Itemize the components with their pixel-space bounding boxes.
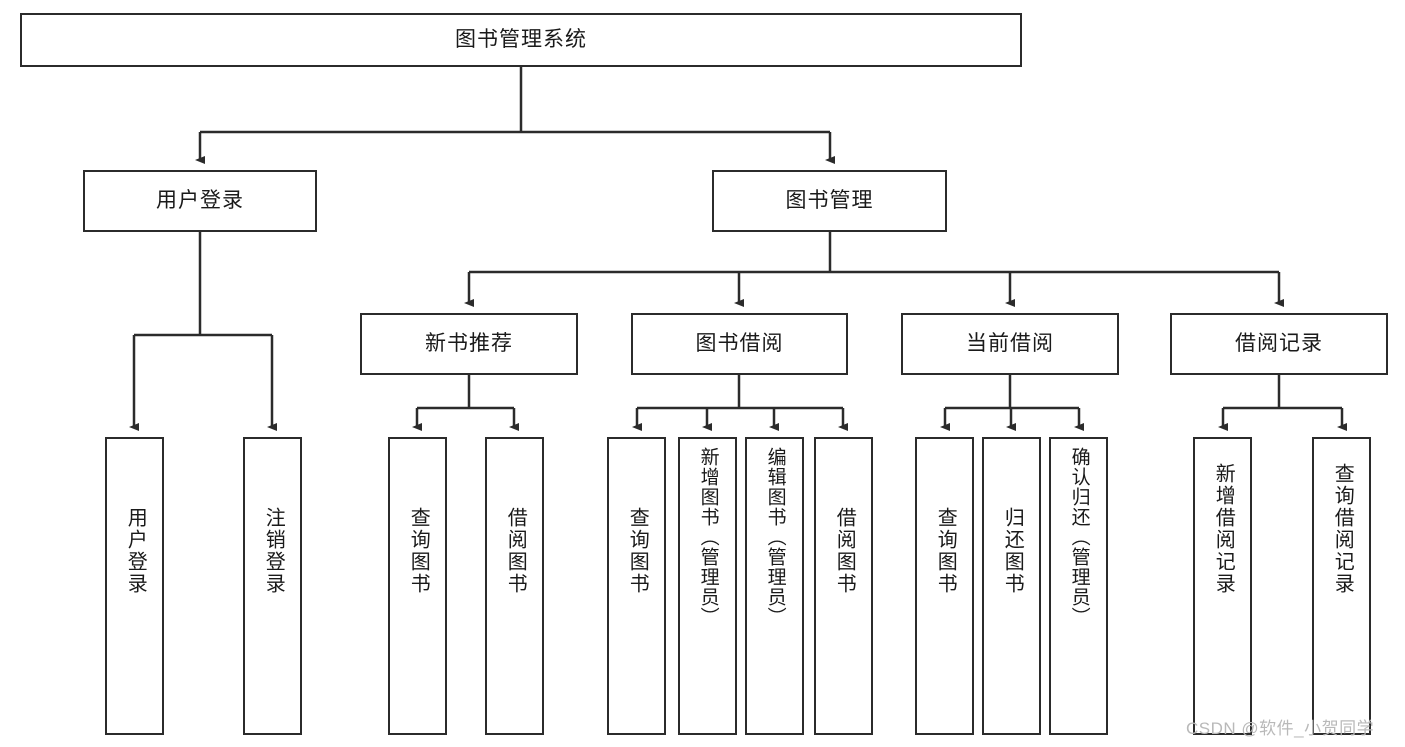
node-leaf-query-record[interactable]: 查询借阅记录 bbox=[1312, 437, 1371, 735]
node-label: 用户登录 bbox=[124, 507, 147, 595]
node-label: 图书管理系统 bbox=[455, 28, 587, 52]
watermark-text: CSDN @软件_小贺同学 bbox=[1186, 719, 1375, 738]
node-label: 借阅记录 bbox=[1235, 332, 1323, 356]
node-label: 注销登录 bbox=[262, 507, 285, 595]
node-borrow-record[interactable]: 借阅记录 bbox=[1170, 313, 1388, 375]
node-label: 当前借阅 bbox=[966, 332, 1054, 356]
node-new-book-recommend[interactable]: 新书推荐 bbox=[360, 313, 578, 375]
node-current-borrow[interactable]: 当前借阅 bbox=[901, 313, 1119, 375]
node-leaf-query-book-1[interactable]: 查询图书 bbox=[388, 437, 447, 735]
node-label: 查询借阅记录 bbox=[1331, 463, 1354, 595]
node-label: 用户登录 bbox=[156, 189, 244, 213]
node-label: 新增借阅记录 bbox=[1212, 463, 1235, 595]
node-label: 查询图书 bbox=[626, 507, 649, 595]
node-label: 归还图书 bbox=[1001, 507, 1024, 595]
node-leaf-edit-book[interactable]: 编辑图书（管理员） bbox=[745, 437, 804, 735]
node-leaf-return-book[interactable]: 归还图书 bbox=[982, 437, 1041, 735]
node-label: 图书借阅 bbox=[695, 332, 784, 356]
node-label: 新增图书（管理员） bbox=[697, 447, 719, 627]
node-leaf-user-logout[interactable]: 注销登录 bbox=[243, 437, 302, 735]
node-leaf-borrow-book-1[interactable]: 借阅图书 bbox=[485, 437, 544, 735]
node-root-system[interactable]: 图书管理系统 bbox=[20, 13, 1022, 67]
node-label: 借阅图书 bbox=[833, 507, 856, 595]
node-book-management[interactable]: 图书管理 bbox=[712, 170, 947, 232]
node-leaf-add-book[interactable]: 新增图书（管理员） bbox=[678, 437, 737, 735]
node-label: 借阅图书 bbox=[504, 507, 527, 595]
node-leaf-confirm-return[interactable]: 确认归还（管理员） bbox=[1049, 437, 1108, 735]
node-label: 图书管理 bbox=[785, 189, 874, 213]
node-label: 编辑图书（管理员） bbox=[764, 447, 786, 627]
node-leaf-user-login[interactable]: 用户登录 bbox=[105, 437, 164, 735]
node-label: 确认归还（管理员） bbox=[1068, 447, 1090, 627]
node-leaf-add-record[interactable]: 新增借阅记录 bbox=[1193, 437, 1252, 735]
node-label: 新书推荐 bbox=[425, 332, 513, 356]
node-leaf-query-book-2[interactable]: 查询图书 bbox=[607, 437, 666, 735]
node-label: 查询图书 bbox=[934, 507, 957, 595]
node-user-login[interactable]: 用户登录 bbox=[83, 170, 317, 232]
node-book-borrow[interactable]: 图书借阅 bbox=[631, 313, 848, 375]
node-leaf-query-book-3[interactable]: 查询图书 bbox=[915, 437, 974, 735]
node-leaf-borrow-book-2[interactable]: 借阅图书 bbox=[814, 437, 873, 735]
node-label: 查询图书 bbox=[407, 507, 430, 595]
